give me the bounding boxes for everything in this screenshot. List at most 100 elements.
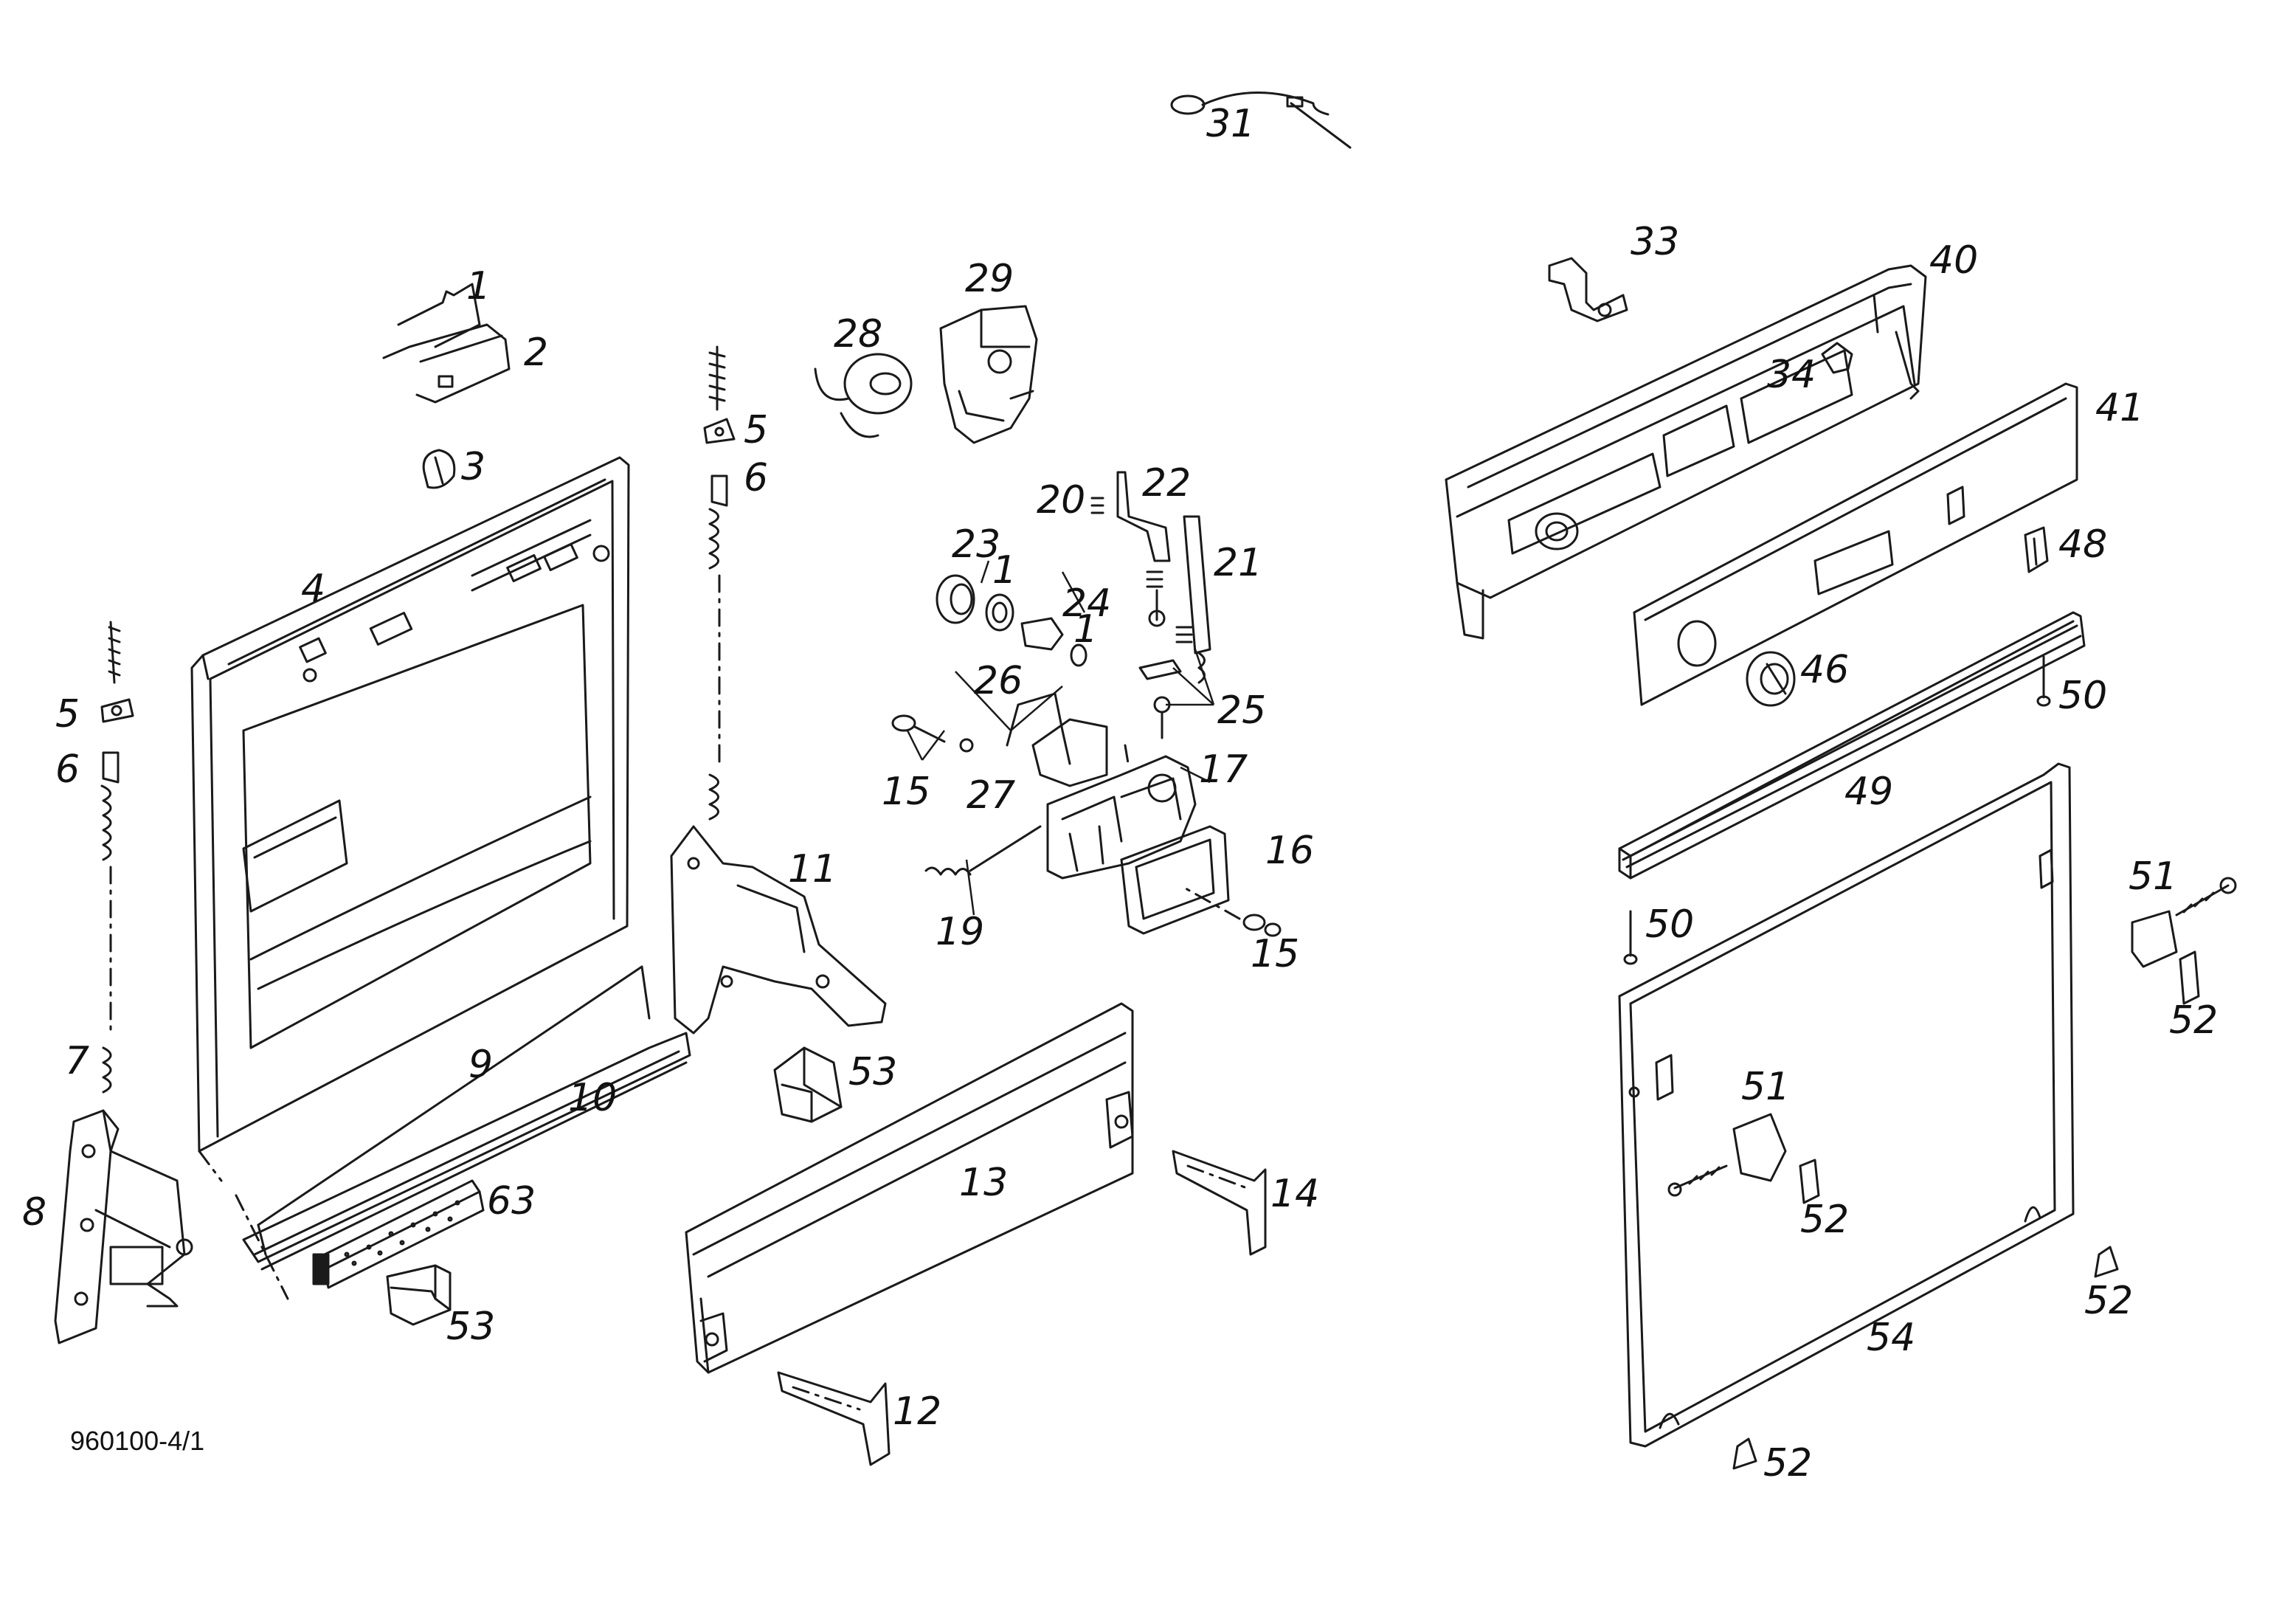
callout-15-right: 15 (1251, 932, 1299, 976)
callout-14: 14 (1270, 1172, 1319, 1216)
clip-52-lower-right (2094, 1246, 2119, 1278)
callout-7: 7 (65, 1039, 89, 1083)
callout-21: 21 (1214, 541, 1262, 585)
callout-13: 13 (959, 1161, 1008, 1205)
callout-52-panel: 52 (1800, 1198, 1849, 1242)
callout-28: 28 (834, 312, 882, 356)
pin-15-right (1179, 884, 1282, 937)
left-spring-assembly (100, 621, 134, 1094)
callout-53-upper: 53 (848, 1050, 897, 1094)
lower-trim-strip (242, 965, 691, 1271)
callout-31: 31 (1206, 102, 1255, 146)
callout-52-lower-right: 52 (2084, 1279, 2133, 1323)
insulation-strip (312, 1179, 485, 1289)
callout-46: 46 (1800, 648, 1849, 692)
callout-9: 9 (468, 1043, 493, 1087)
callout-33: 33 (1631, 220, 1679, 264)
callout-6-right: 6 (744, 456, 768, 500)
screw-50-lower (1623, 910, 1638, 965)
spring-19 (924, 825, 1042, 876)
control-panel-housing (1445, 264, 1927, 640)
leader-lines (906, 560, 1215, 916)
callout-51-panel: 51 (1741, 1065, 1790, 1109)
door-latch (382, 283, 511, 404)
pin-15-left (891, 714, 974, 753)
callout-6-left: 6 (55, 748, 80, 792)
callout-19: 19 (936, 910, 984, 954)
callout-29: 29 (965, 257, 1014, 301)
inner-door-panel (190, 456, 630, 1300)
top-trim-rail (1618, 611, 2086, 880)
end-cap-53-upper (773, 1046, 843, 1123)
callout-52-right: 52 (2169, 998, 2218, 1043)
callout-49: 49 (1844, 770, 1893, 814)
callout-41: 41 (2095, 386, 2144, 430)
callout-63: 63 (487, 1179, 536, 1223)
callout-2: 2 (524, 331, 548, 375)
bracket-14 (1172, 1150, 1267, 1256)
facia-panel (1633, 382, 2078, 706)
door-hinge (54, 1109, 193, 1344)
latch-51-right (2131, 877, 2237, 968)
clip-52-right (2179, 950, 2200, 1005)
bracket-12 (777, 1371, 891, 1466)
lever-22 (1090, 471, 1171, 562)
callout-5-right: 5 (744, 408, 768, 452)
callout-16: 16 (1265, 829, 1314, 873)
drawing-reference-number: 960100-4/1 (70, 1426, 204, 1456)
dispenser-cover-26 (1006, 692, 1108, 787)
callout-40: 40 (1929, 238, 1978, 283)
callout-labels: 1 2 3 4 5 6 7 8 9 10 5 6 11 53 63 53 13 … (22, 102, 2218, 1485)
callout-1-c: 1 (1073, 607, 1098, 652)
right-spring-assembly (703, 345, 736, 821)
dispenser-housing (1046, 744, 1197, 880)
callout-15-left: 15 (882, 770, 930, 814)
timer-knob (814, 353, 913, 438)
callout-26: 26 (974, 659, 1023, 703)
detergent-lid-knob (936, 574, 1014, 632)
callout-17: 17 (1199, 748, 1248, 792)
right-hinge-bracket (670, 825, 887, 1035)
callout-34: 34 (1767, 353, 1816, 397)
callout-11: 11 (788, 847, 837, 891)
callout-3: 3 (461, 445, 485, 489)
clip-52-panel (1799, 1159, 1820, 1204)
callout-12: 12 (893, 1389, 941, 1434)
lever-21 (1183, 515, 1211, 684)
callout-23: 23 (952, 522, 1000, 567)
callout-50-lower: 50 (1645, 902, 1694, 947)
dispenser-cam (1020, 617, 1088, 667)
spring-25 (1138, 570, 1193, 739)
callout-5-left: 5 (55, 692, 80, 736)
timer-unit (939, 305, 1038, 444)
end-cap-53-lower (386, 1264, 452, 1326)
dispenser-seal (1120, 825, 1230, 935)
callout-8: 8 (22, 1190, 46, 1235)
callout-52-bottom: 52 (1763, 1441, 1812, 1485)
latch-51-panel (1667, 1113, 1787, 1197)
decor-panel (1618, 762, 2075, 1448)
kick-plate (685, 1002, 1134, 1374)
clip-52-bottom (1732, 1437, 1757, 1470)
callout-22: 22 (1142, 461, 1191, 505)
clip-34 (1821, 342, 1853, 374)
callout-48: 48 (2058, 522, 2107, 567)
callout-4: 4 (301, 567, 325, 611)
sensor-cable (1170, 92, 1352, 149)
callout-20: 20 (1037, 478, 1085, 522)
callout-24: 24 (1062, 581, 1111, 626)
bracket-33 (1548, 257, 1628, 322)
callout-54: 54 (1867, 1316, 1915, 1360)
callout-1: 1 (466, 264, 491, 308)
clip-3 (422, 449, 456, 489)
callout-25: 25 (1217, 688, 1266, 733)
callout-10: 10 (568, 1076, 617, 1120)
callout-51-right: 51 (2129, 854, 2177, 899)
callout-27: 27 (967, 773, 1015, 818)
callout-1-b: 1 (992, 548, 1017, 593)
screw-50-upper (2036, 655, 2051, 707)
callout-50-upper: 50 (2058, 674, 2107, 718)
program-knob (1746, 651, 1796, 707)
indicator-48 (2024, 526, 2049, 573)
